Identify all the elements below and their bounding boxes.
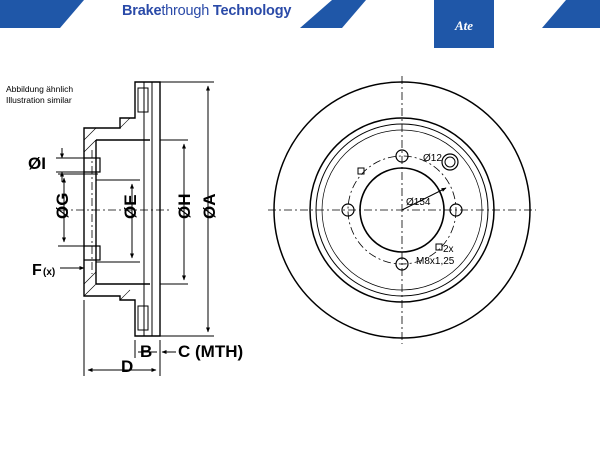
cross-section-view [60,81,170,337]
label-dia-A: ØA [200,194,219,220]
label-thread-count: 2x [443,244,454,255]
bolt-hole-icon [395,149,409,163]
label-F-sub: (x) [43,267,55,278]
brand-word-through: through [161,3,210,19]
label-C: C (MTH) [178,342,243,361]
header: Brakethrough Technology Ate [0,0,600,50]
label-dia-E: ØE [121,194,140,219]
left-blue-wedge [0,0,84,28]
label-dia-G: ØG [53,193,72,219]
label-dia-I: ØI [28,154,46,173]
label-B: B [140,342,152,361]
label-D: D [121,357,133,376]
bolt-hole-icon [341,203,355,217]
label-thread-size: M8x1,25 [416,256,455,267]
vent-top [137,87,149,113]
section-hatch [83,117,131,301]
brand-tagline: Brakethrough Technology [122,3,291,19]
label-F: F [32,262,42,279]
bolt-hole-icon [449,203,463,217]
banner-right-wedge [300,0,366,28]
ate-logo-text: Ate [454,18,474,33]
banner-shape [112,0,366,28]
caption-english: Illustration similar [6,95,72,105]
caption-german: Abbildung ähnlich [6,84,74,94]
ate-logo: Ate [434,0,494,48]
brand-word-technology: Technology [209,3,292,19]
dimension-lines [56,81,214,376]
thread-hole-icon [357,167,365,175]
label-dia-H: ØH [175,194,194,220]
bolt-hole-icon [441,153,459,171]
brand-banner: Brakethrough Technology [112,0,366,28]
label-center-bore: Ø154 [406,197,431,208]
vent-bottom [137,305,149,331]
label-bolt-hole: Ø12 [423,153,442,164]
thread-hole-icon [435,243,443,251]
header-banner-shapes [0,0,600,28]
face-view [268,76,536,344]
brand-word-brake: Brake [122,3,162,19]
bolt-hole-inner-icon [444,156,456,168]
section-labels: ØI ØG ØE ØH ØA F (x) B C (MTH) D [28,154,243,376]
bore-leader [401,187,447,211]
bolt-hole-icon [395,257,409,271]
face-labels: Ø12 Ø154 2x M8x1,25 [406,153,455,267]
right-blue-wedge [542,0,600,28]
